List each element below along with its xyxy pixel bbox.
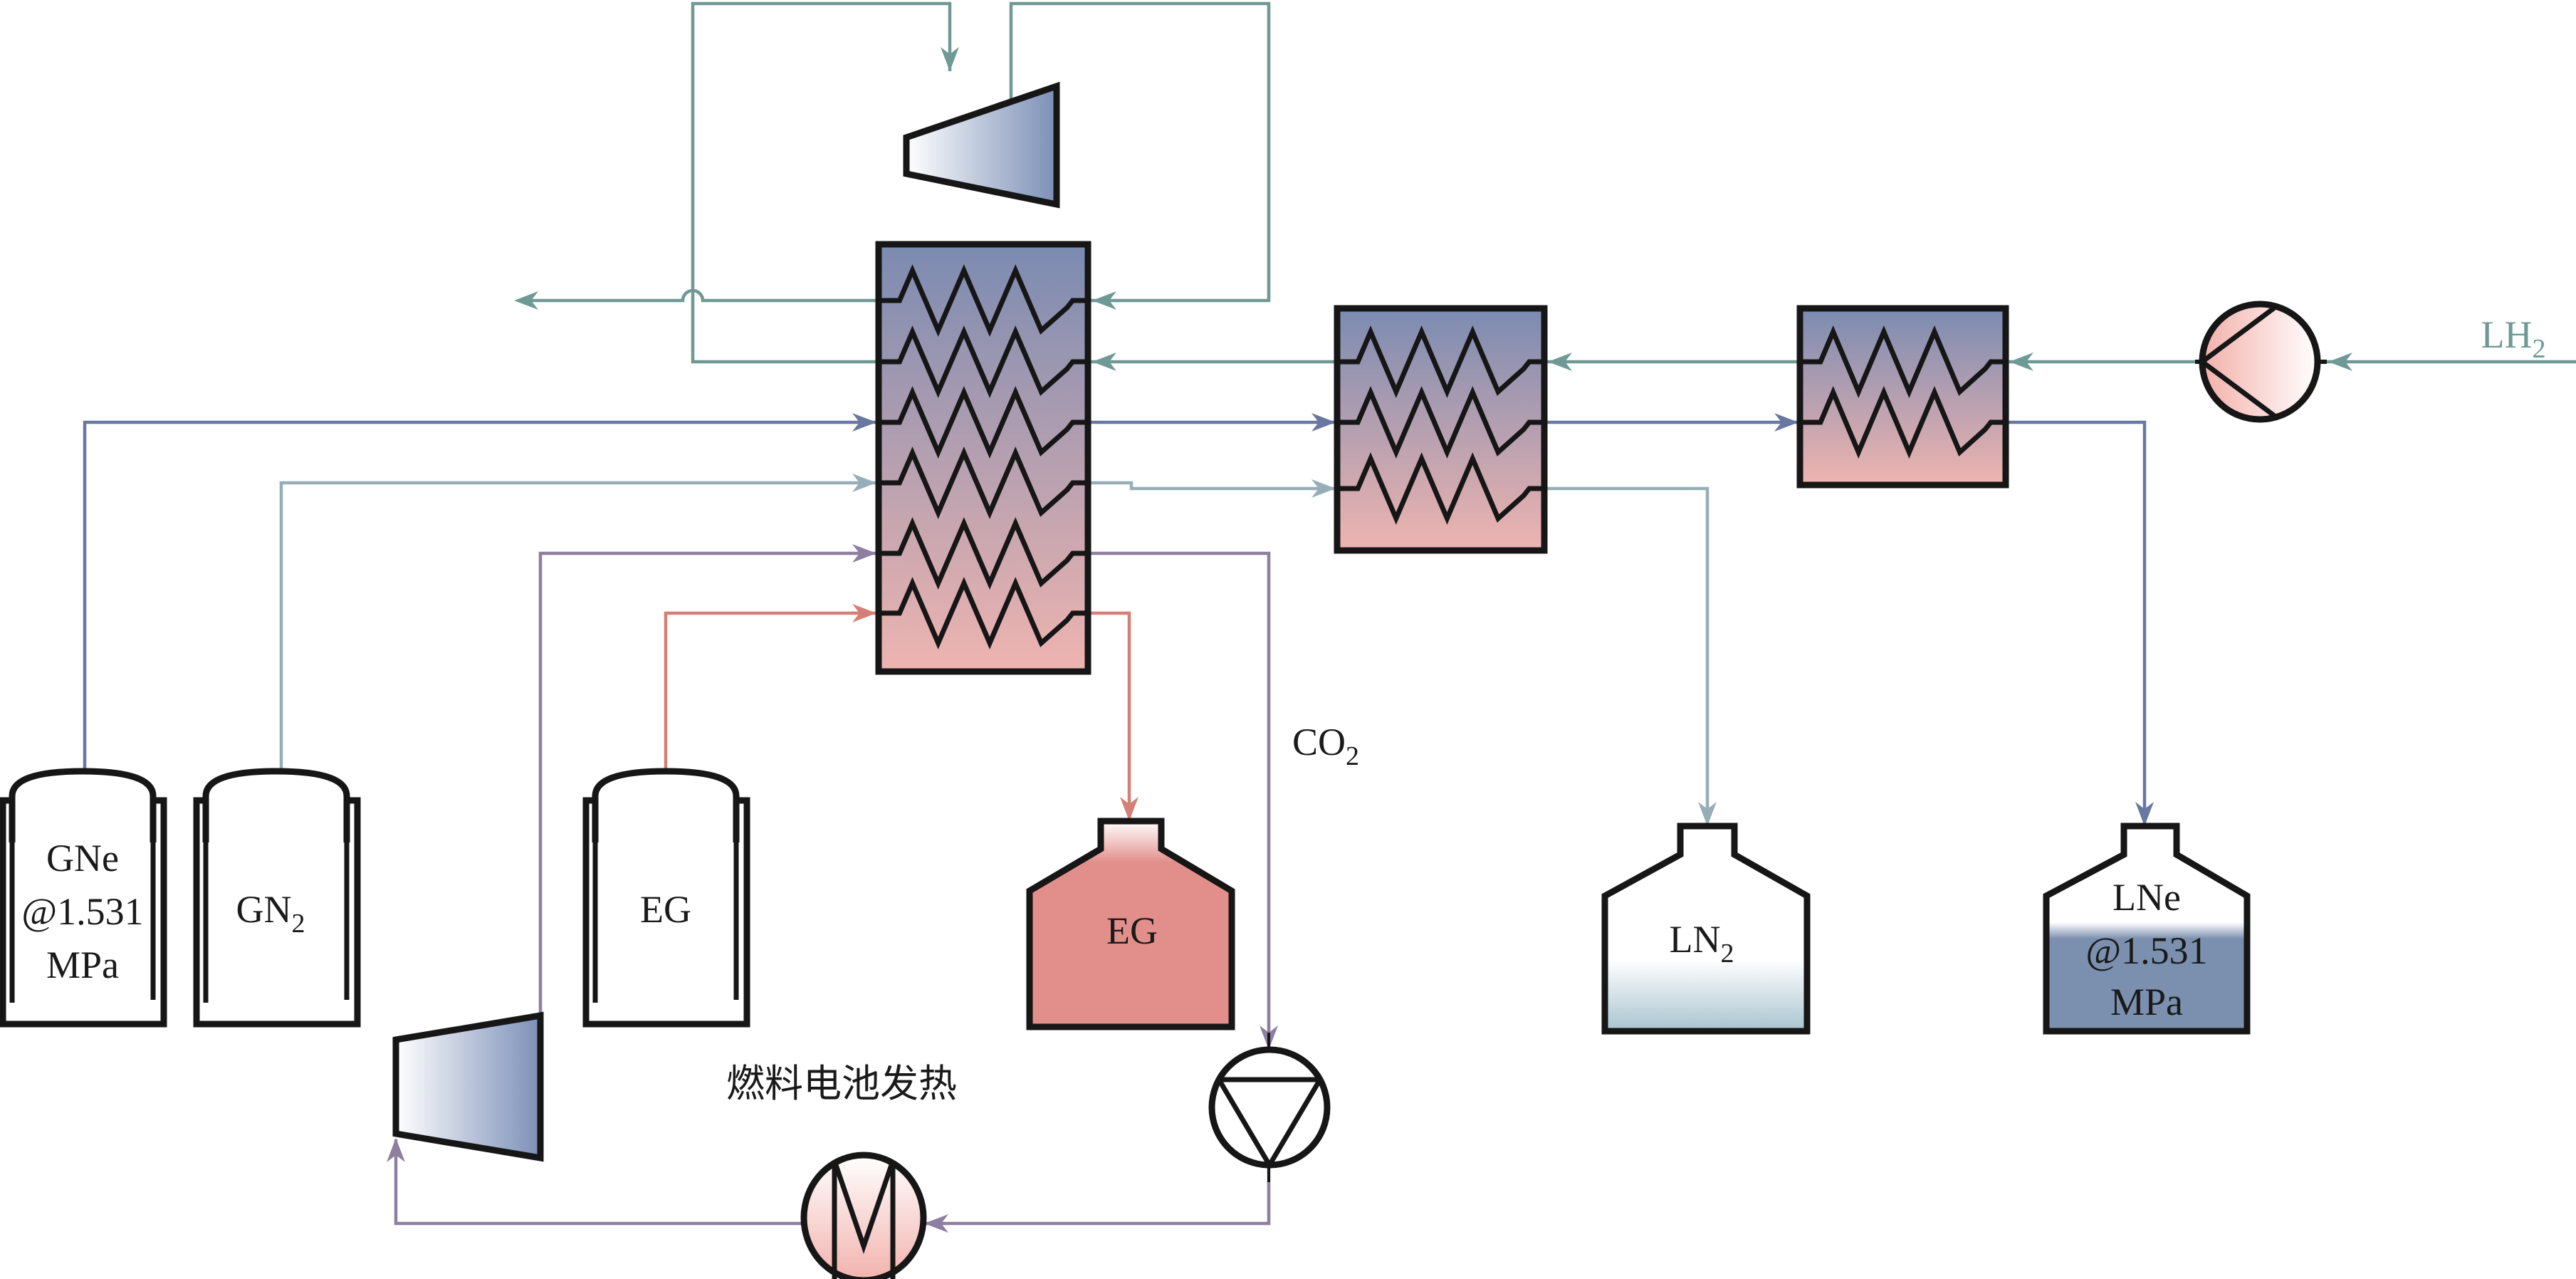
gne-label-line1: GNe <box>46 837 119 879</box>
eg-product-tank <box>1026 818 1235 1030</box>
lne-tank-inlet-arrow <box>2135 802 2154 826</box>
ln2-product-tank <box>1601 823 1811 1035</box>
coil-pass-3 <box>879 386 1088 459</box>
main-hx-coils <box>879 264 1088 649</box>
hx2-coils <box>1337 325 1544 525</box>
co2-stream <box>394 551 1271 1226</box>
lne-label-line1: LNe <box>2112 876 2181 919</box>
heater-inlet-arrow <box>924 1214 948 1233</box>
third-heat-exchanger <box>1796 305 2009 489</box>
hx3-coils <box>1800 325 2006 459</box>
eg-feed-tank <box>582 768 750 1028</box>
mainhx-to-eg-product-line <box>1090 611 1131 821</box>
flow-arrows <box>387 47 2352 1233</box>
eg-product-inlet-arrow <box>1120 797 1138 821</box>
pipe-network <box>83 1 2576 1226</box>
eg-stream <box>664 611 1131 821</box>
mainhx-ne-inlet-arrow <box>852 413 876 432</box>
gne-feed-line <box>83 420 876 771</box>
ln2-label: LN2 <box>1670 918 1734 969</box>
lne-label-line3: MPa <box>2110 981 2183 1023</box>
ln2-tank-inlet-arrow <box>1698 802 1717 826</box>
pump-to-heater-co2-line <box>924 1165 1271 1226</box>
co2-label: CO2 <box>1292 721 1359 771</box>
coil-pass-1 <box>1800 325 2006 398</box>
h2-product-arrow <box>514 291 538 310</box>
coil-pass-2 <box>879 325 1088 398</box>
nitrogen-stream <box>279 481 1710 826</box>
coil-pass-6 <box>879 577 1088 649</box>
lh2-inlet-arrow <box>2328 353 2352 371</box>
second-heat-exchanger <box>1334 305 1548 554</box>
mainhx-eg-inlet-arrow <box>852 604 876 622</box>
fuel-cell-heater <box>800 1152 927 1279</box>
gne-label-line2: @1.531 <box>21 890 143 933</box>
hx2-n2-inlet-arrow <box>1311 479 1336 498</box>
coil-pass-5 <box>879 517 1088 590</box>
lne-product-tank <box>2043 823 2251 1035</box>
hx3-h2-inlet-arrow <box>2009 353 2033 371</box>
eg-product-label: EG <box>1106 909 1158 952</box>
coil-pass-2 <box>1337 386 1544 459</box>
mainhx-to-pump-co2-line <box>1090 551 1271 1050</box>
compressor-inlet-arrow <box>387 1138 405 1162</box>
mainhx-co2-inlet-arrow <box>852 544 876 563</box>
gn2-label: GN2 <box>236 888 305 939</box>
mainhx-to-expander-loop <box>691 1 952 364</box>
compressor-to-mainhx-co2-line <box>538 551 876 1016</box>
hx3-to-lne-line <box>2007 420 2147 826</box>
gne-feed-tank <box>0 768 167 1028</box>
coil-pass-4 <box>879 447 1088 519</box>
eg-feed-line <box>664 611 876 771</box>
co2-compressor <box>392 1011 544 1162</box>
hx3-ne-inlet-arrow <box>1774 413 1799 432</box>
mainhx-to-hx2-n2-line <box>1090 481 1336 491</box>
mainhx-n2-inlet-arrow <box>852 474 876 492</box>
fuel-cell-heat-label: 燃料电池发热 <box>726 1061 957 1106</box>
mainhx-h2-inlet-arrow <box>1092 353 1116 371</box>
gn2-feed-line <box>279 481 876 771</box>
coil-pass-1 <box>879 264 1088 337</box>
heater-to-compressor-co2-line <box>394 1139 803 1226</box>
hydrogen-stream <box>520 1 2576 364</box>
mainhx-expanded-h2-inlet-arrow <box>1092 291 1116 310</box>
lne-label-line2: @1.531 <box>2085 929 2207 972</box>
hx2-h2-inlet-arrow <box>1548 353 1572 371</box>
hx2-ne-inlet-arrow <box>1311 413 1336 432</box>
lh2-inlet-label: LH2 <box>2481 313 2546 364</box>
h2-product-outlet-line <box>520 288 876 303</box>
coil-pass-3 <box>1337 452 1544 525</box>
hx2-to-ln2-line <box>1546 486 1710 826</box>
eg-feed-label: EG <box>640 888 691 931</box>
h2-expander <box>903 81 1060 209</box>
co2-pump <box>1208 1033 1331 1182</box>
coil-pass-2 <box>1800 386 2006 459</box>
expander-outlet-loop <box>1009 1 1271 303</box>
gne-label-line3: MPa <box>46 944 119 986</box>
gn2-feed-tank <box>193 768 361 1028</box>
neon-stream <box>83 420 2147 826</box>
expander-inlet-arrow <box>941 47 959 71</box>
lh2-pump <box>2195 301 2327 423</box>
coil-pass-1 <box>1337 325 1544 398</box>
main-heat-exchanger <box>875 241 1091 675</box>
